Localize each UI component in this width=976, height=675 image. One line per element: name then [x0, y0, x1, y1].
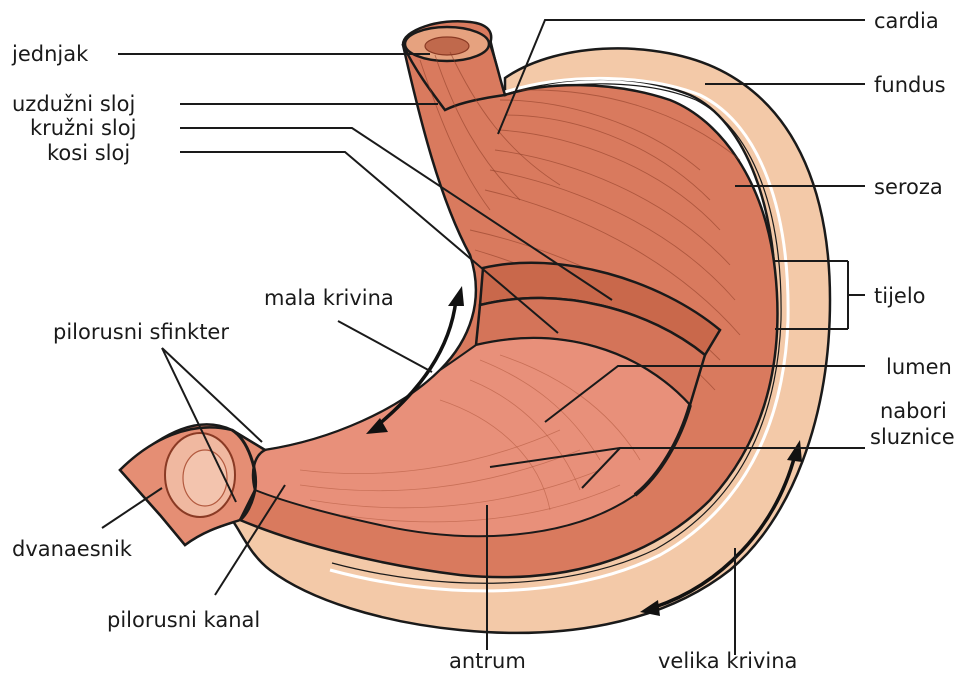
- label-sluznice: sluznice: [870, 425, 955, 449]
- label-dvanaesnik: dvanaesnik: [12, 537, 133, 561]
- label-nabori: nabori: [880, 399, 947, 423]
- label-jednjak: jednjak: [11, 42, 89, 66]
- label-seroza: seroza: [874, 175, 943, 199]
- label-antrum: antrum: [449, 649, 526, 673]
- label-tijelo: tijelo: [874, 284, 926, 308]
- label-mala-krivina: mala krivina: [264, 286, 394, 310]
- label-pilorusni-sfinkter: pilorusni sfinkter: [53, 320, 229, 344]
- label-lumen: lumen: [886, 355, 952, 379]
- label-kosi-sloj: kosi sloj: [47, 141, 130, 165]
- label-cardia: cardia: [874, 9, 939, 33]
- label-pilorusni-kanal: pilorusni kanal: [107, 608, 260, 632]
- label-kruzni-sloj: kružni sloj: [30, 116, 136, 140]
- label-fundus: fundus: [874, 73, 946, 97]
- label-uzduzni-sloj: uzdužni sloj: [12, 92, 135, 116]
- label-velika-krivina: velika krivina: [658, 649, 797, 673]
